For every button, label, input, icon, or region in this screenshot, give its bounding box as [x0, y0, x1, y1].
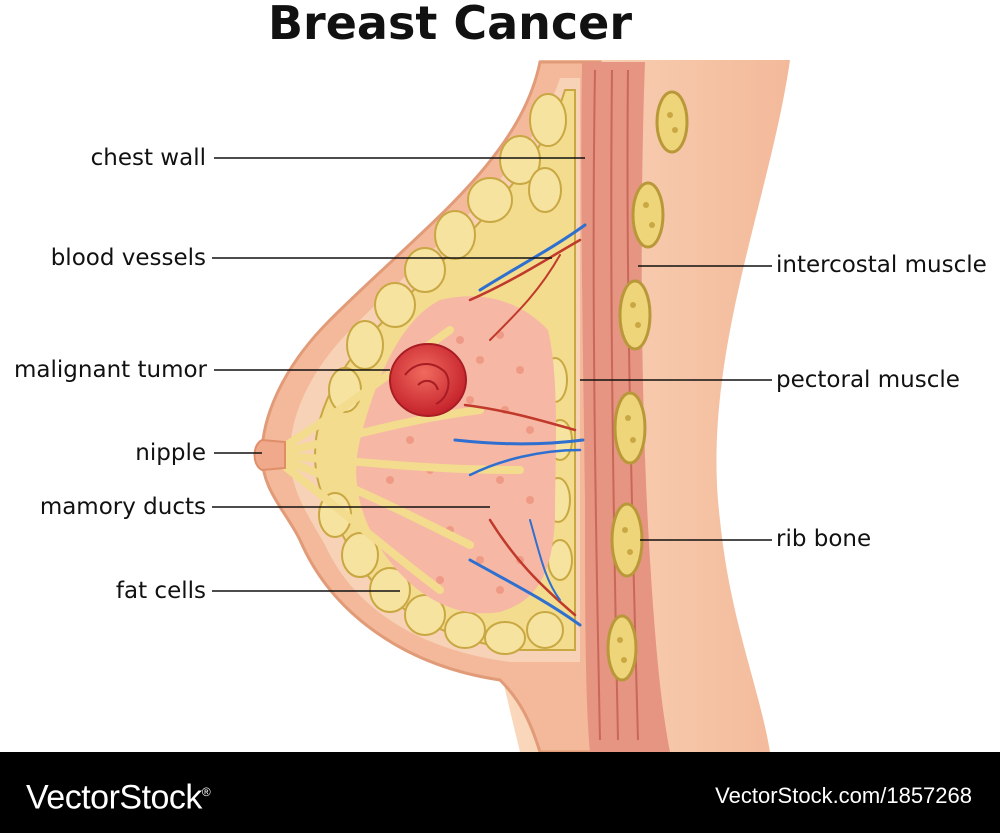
breast-anatomy-illustration [212, 60, 790, 752]
leader-lines [212, 157, 772, 592]
image-reference: VectorStock.com/1857268 [715, 783, 972, 808]
brand-logo: VectorStock® [26, 774, 211, 817]
label-fat-cells: fat cells [115, 578, 206, 604]
label-intercostal-muscle: intercostal muscle [776, 252, 987, 278]
label-malignant-tumor: malignant tumor [14, 357, 207, 383]
fat-lobules [318, 93, 573, 655]
watermark-footer: VectorStock® VectorStock.com/1857268 [0, 752, 1000, 833]
brand-name: VectorStock [26, 778, 202, 817]
label-chest-wall: chest wall [90, 145, 206, 171]
malignant-tumor [389, 343, 467, 417]
label-nipple: nipple [135, 440, 206, 466]
rib-bones [606, 90, 689, 682]
rib-bone-pores [617, 112, 678, 663]
label-rib-bone: rib bone [776, 526, 872, 552]
label-blood-vessels: blood vessels [50, 245, 206, 271]
label-pectoral-muscle: pectoral muscle [776, 367, 960, 393]
nipple-shape [253, 438, 286, 472]
registered-mark: ® [201, 785, 211, 799]
label-mamory-ducts: mamory ducts [39, 494, 206, 520]
diagram-title: Breast Cancer [267, 0, 633, 50]
